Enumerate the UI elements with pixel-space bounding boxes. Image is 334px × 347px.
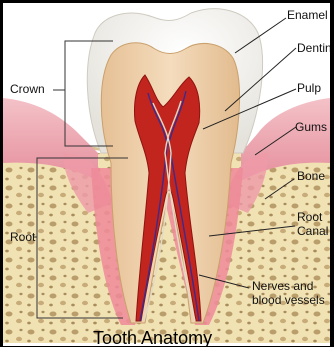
enamel-label: Enamel <box>287 8 328 22</box>
nerves-label-line1: Nerves and <box>252 279 325 293</box>
root-canal-label-line1: Root <box>297 210 328 224</box>
nerves-label: Nerves and blood vessels <box>252 279 325 307</box>
root-canal-label: Root Canal <box>297 210 328 238</box>
bone-label: Bone <box>297 169 325 183</box>
diagram-title: Tooth Anatomy <box>93 328 212 346</box>
root-label: Root <box>10 230 35 244</box>
root-canal-label-line2: Canal <box>297 224 328 238</box>
dentin-label: Dentin <box>297 41 330 55</box>
diagram-frame: Enamel Dentin Pulp Gums Bone Root Canal … <box>3 3 330 346</box>
nerves-label-line2: blood vessels <box>252 293 325 307</box>
gums-label: Gums <box>295 120 327 134</box>
crown-label: Crown <box>10 82 45 96</box>
pulp-label: Pulp <box>297 81 321 95</box>
